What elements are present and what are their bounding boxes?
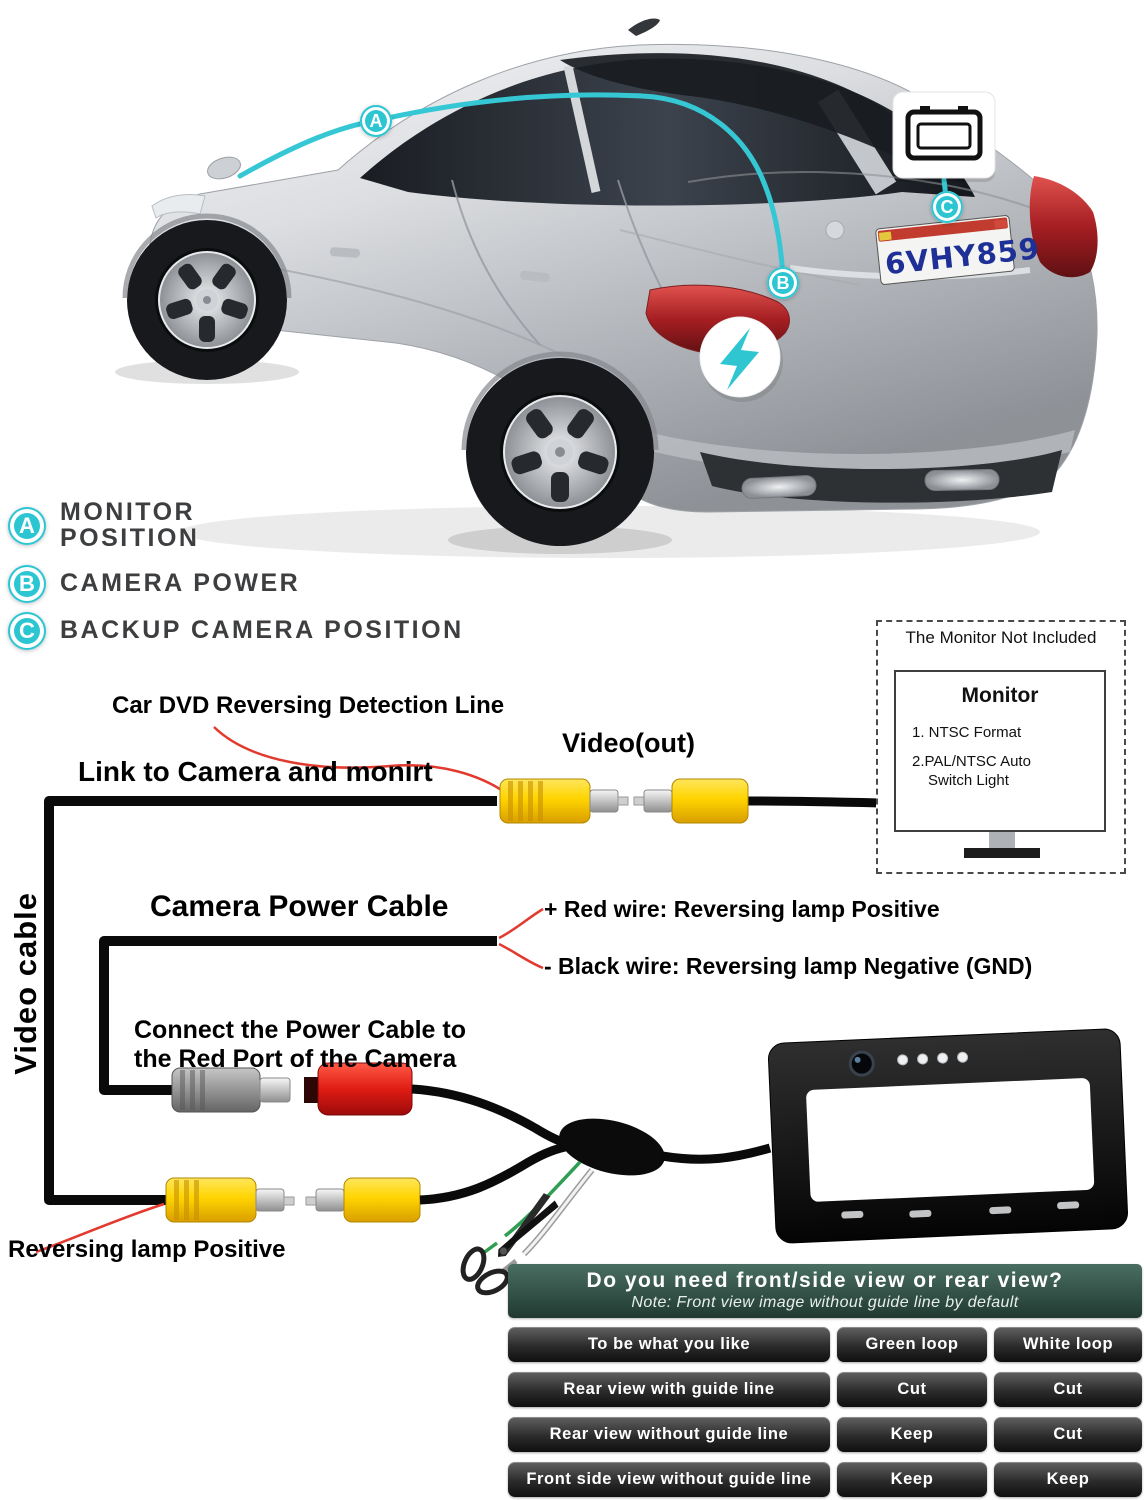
red-callout-line [498, 942, 544, 970]
legend-item-camera-power: B CAMERA POWER [8, 565, 300, 603]
monitor-spec-1: 1. NTSC Format [912, 724, 1022, 741]
table-cell: Cut [994, 1417, 1142, 1452]
led-light [937, 1052, 949, 1064]
side-mirror [207, 156, 241, 180]
table-cell: Cut [837, 1372, 987, 1407]
plate-frame-icon [905, 109, 983, 161]
red-callout-line [498, 907, 544, 940]
monitor-stand-base [964, 848, 1040, 858]
rca-connector-female [633, 778, 749, 824]
rca-connector-female [305, 1142, 567, 1223]
lightning-icon [720, 328, 759, 390]
camera-power-badge [699, 316, 783, 402]
table-header: Do you need front/side view or rear view… [508, 1264, 1142, 1318]
legend-item-monitor-position: A MONITOR POSITION [8, 498, 200, 552]
video-cable-label: Video cable [8, 892, 43, 1075]
monitor-not-included-label: The Monitor Not Included [905, 628, 1097, 647]
view-option-table: Do you need front/side view or rear view… [508, 1264, 1142, 1497]
car-illustration: 6VHY859 [115, 18, 1098, 558]
table-cell: Keep [837, 1462, 987, 1497]
rca-connector-male [499, 778, 629, 824]
link-camera-monitor-label: Link to Camera and monirt [78, 756, 433, 787]
table-cell: White loop [994, 1327, 1142, 1362]
led-light [957, 1051, 969, 1063]
reversing-lamp-label: Reversing lamp Positive [8, 1236, 286, 1263]
plate-frame-callout [892, 91, 996, 182]
antenna-fin [628, 18, 660, 36]
monitor-spec-2b: Switch Light [928, 772, 1009, 789]
table-cell: Rear view with guide line [508, 1372, 830, 1407]
dvd-line-label: Car DVD Reversing Detection Line [112, 692, 505, 719]
annotation-overlay [237, 91, 996, 402]
plate-frame-camera [767, 1028, 1129, 1244]
black-wire-label: - Black wire: Reversing lamp Negative (G… [544, 953, 1033, 979]
marker-monitor-position: A [360, 105, 392, 137]
ferrite-bead [559, 1118, 665, 1176]
scissors-icon [460, 1193, 559, 1296]
monitor-not-included-box: The Monitor Not Included Monitor 1. NTSC… [876, 620, 1126, 874]
video-cable-line [44, 796, 497, 1205]
rca-connector-male [165, 1177, 295, 1223]
red-power-port [304, 1062, 570, 1149]
legend-label: MONITOR POSITION [60, 498, 200, 552]
table-cell: Cut [994, 1372, 1142, 1407]
tail-light-right [1029, 176, 1098, 278]
marker-camera-power: B [767, 267, 799, 299]
exhaust-tip [741, 475, 817, 499]
red-callout-line [35, 1202, 165, 1254]
rear-wheel [466, 358, 654, 546]
camera-lens [848, 1050, 875, 1077]
red-wire-label: + Red wire: Reversing lamp Positive [544, 896, 940, 922]
car-rear-window [560, 53, 962, 191]
red-callout-line [213, 726, 507, 795]
table-cell: To be what you like [508, 1327, 830, 1362]
front-wheel [127, 220, 287, 380]
led-light [897, 1054, 909, 1066]
table-grid: To be what you like Green loop White loo… [508, 1327, 1142, 1497]
table-cell: Keep [837, 1417, 987, 1452]
led-light [917, 1053, 929, 1065]
legend-label: CAMERA POWER [60, 569, 301, 598]
legend-badge-a: A [8, 506, 46, 545]
power-cable-line [99, 936, 497, 1095]
legend-badge-b: B [8, 565, 46, 603]
monitor-stand-neck [989, 832, 1015, 848]
connect-power-cable-label: Connect the Power Cable to the Red Port … [134, 1016, 466, 1073]
dc-power-plug [171, 1067, 291, 1113]
monitor-screen: Monitor 1. NTSC Format 2.PAL/NTSC Auto S… [894, 670, 1106, 832]
camera-power-cable-label: Camera Power Cable [150, 890, 449, 923]
teal-cable-path [371, 92, 786, 279]
exhaust-tip [924, 469, 1000, 491]
wiring-drawing [35, 726, 1129, 1296]
video-out-label: Video(out) [562, 728, 695, 758]
table-header-title: Do you need front/side view or rear view… [586, 1269, 1064, 1292]
monitor-title: Monitor [961, 684, 1039, 707]
monitor-spec-2: 2.PAL/NTSC Auto [912, 753, 1031, 770]
table-cell: Keep [994, 1462, 1142, 1497]
marker-backup-camera-position: C [931, 191, 963, 223]
legend-label: BACKUP CAMERA POSITION [60, 616, 464, 645]
legend-item-backup-camera-position: C BACKUP CAMERA POSITION [8, 612, 464, 650]
table-header-note: Note: Front view image without guide lin… [631, 1294, 1019, 1311]
table-cell: Front side view without guide line [508, 1462, 830, 1497]
legend-badge-c: C [8, 612, 46, 650]
table-cell: Rear view without guide line [508, 1417, 830, 1452]
table-cell: Green loop [837, 1327, 987, 1362]
